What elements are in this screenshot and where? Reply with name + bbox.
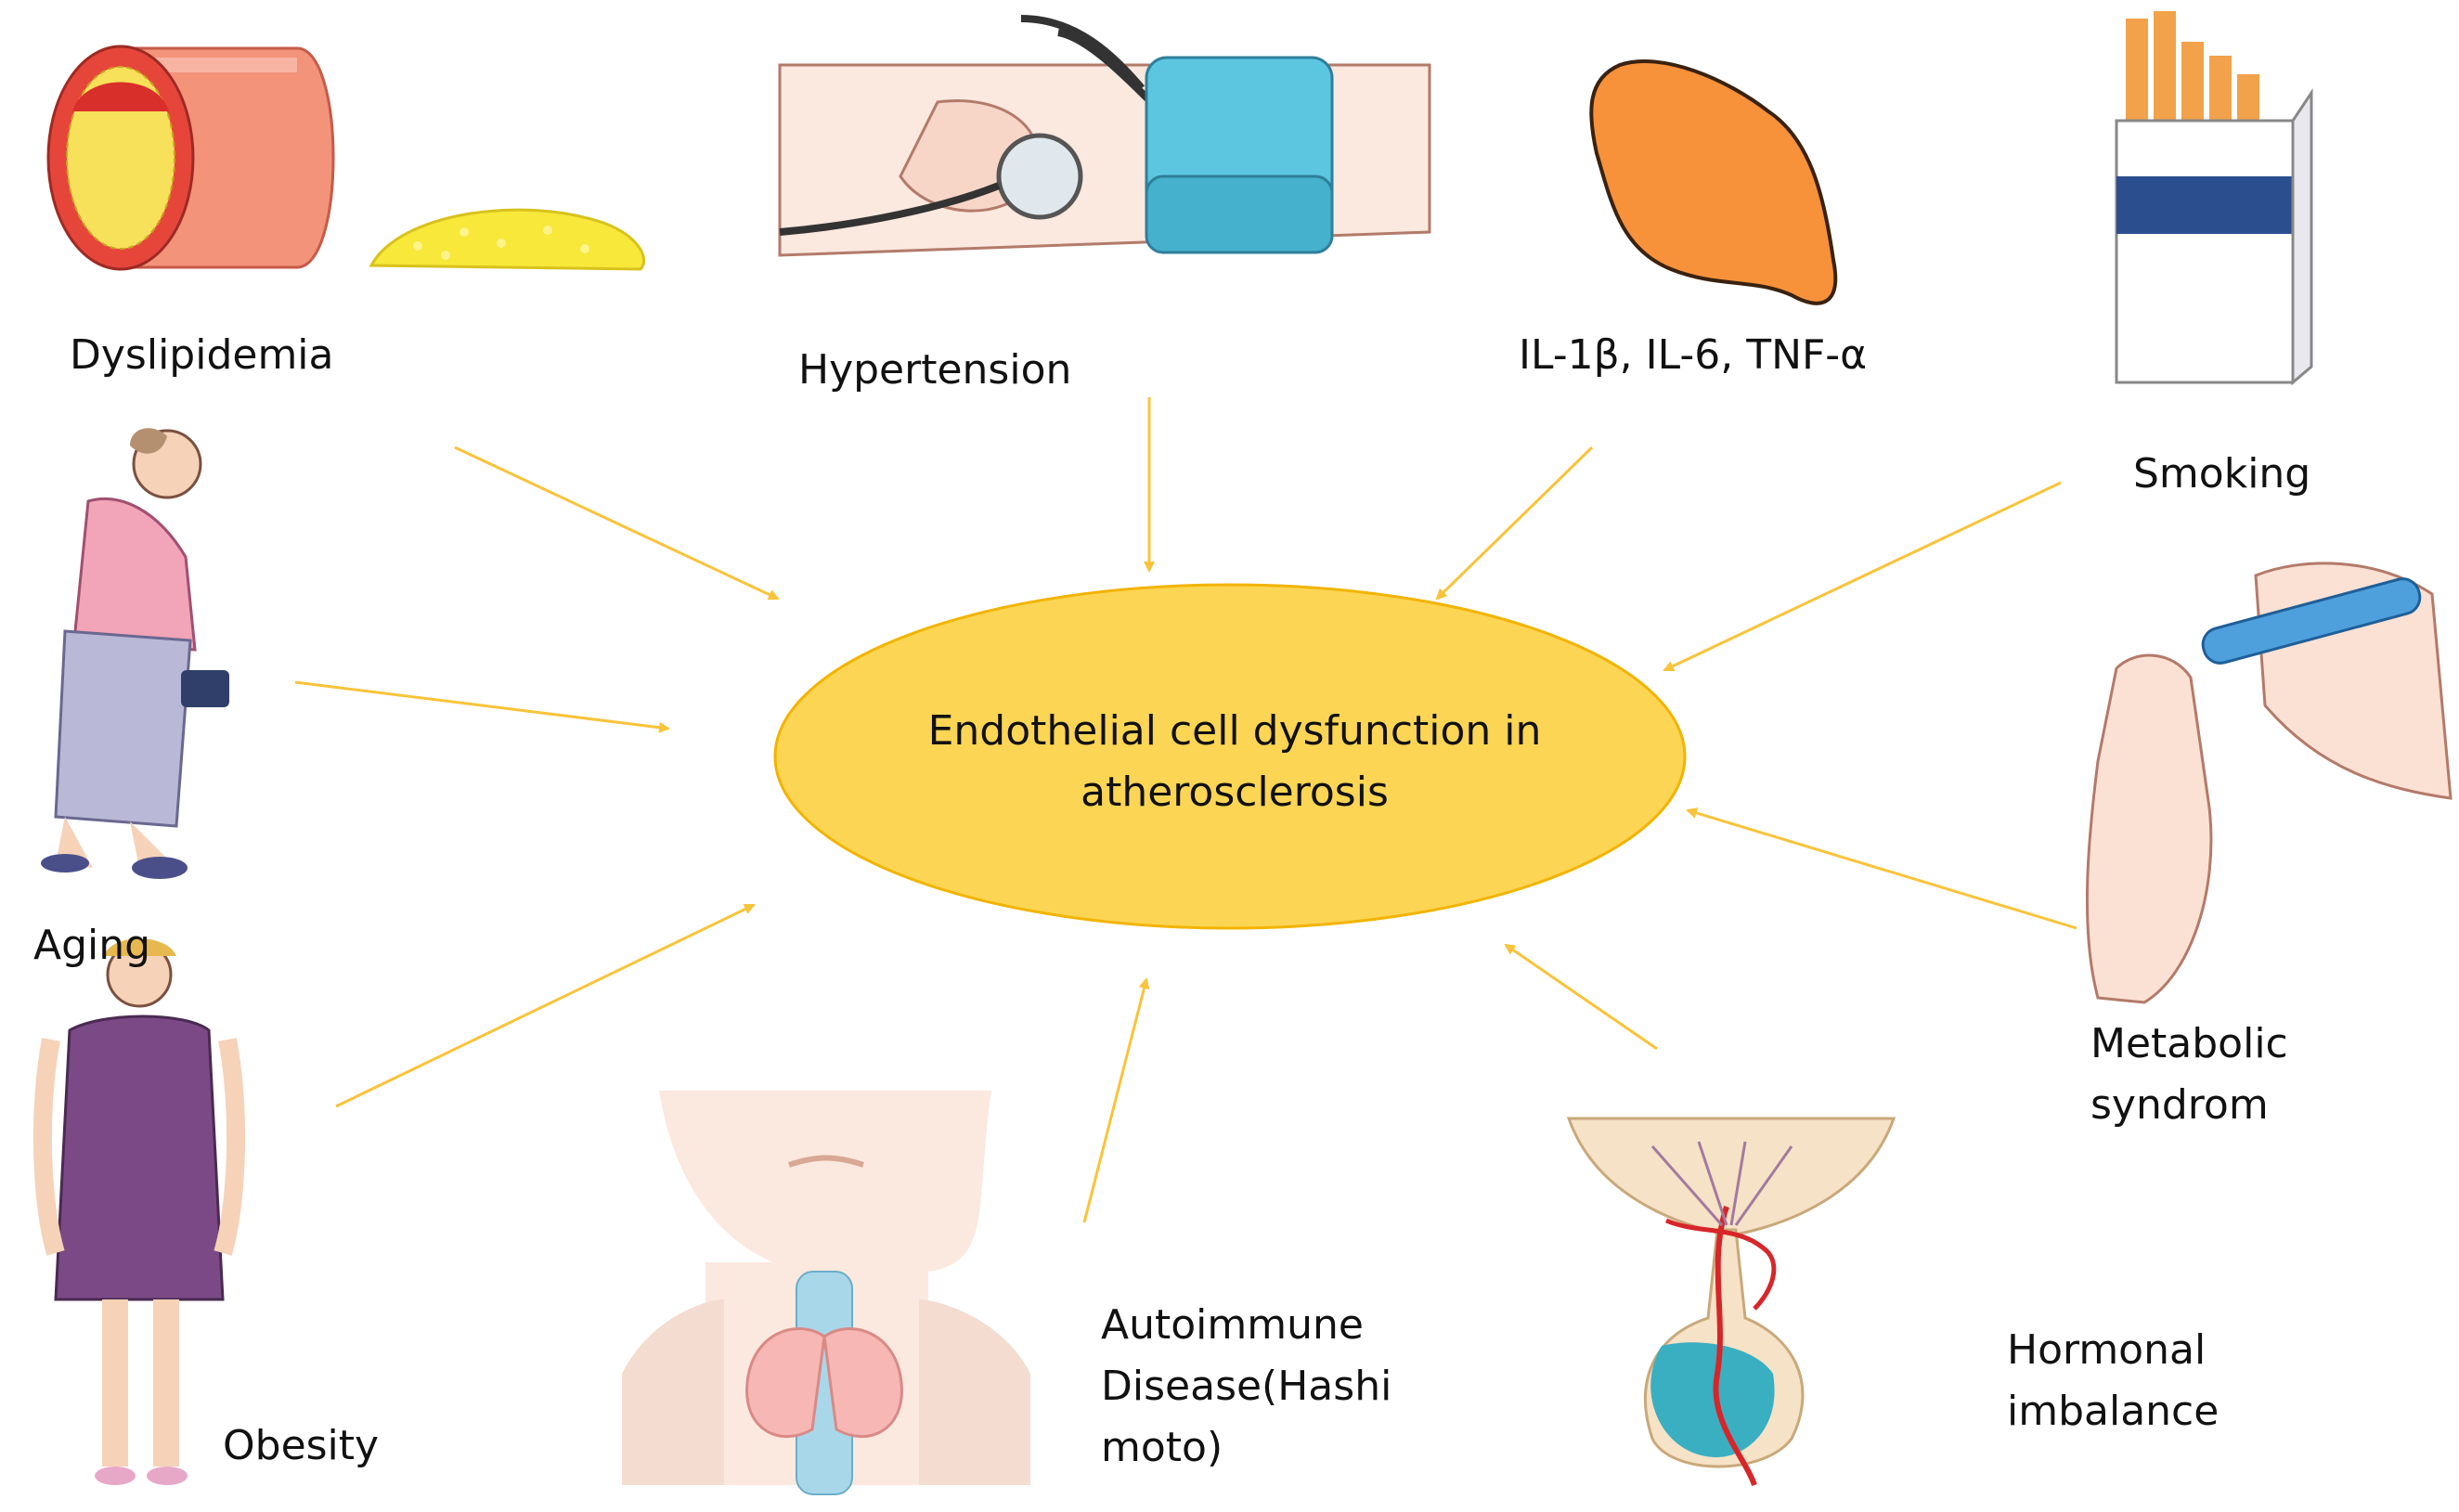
label-cytokines: IL-1β, IL-6, TNF-α: [1519, 331, 1868, 379]
center-ellipse: [773, 583, 1687, 930]
label-autoimmune-line2: Disease(Hashi: [1101, 1363, 1392, 1410]
label-metabolic-line2: syndrom: [2090, 1081, 2269, 1129]
cigarette-pack-icon: [2115, 11, 2313, 386]
arrow-aging: [294, 680, 670, 733]
arrow-autoimmune: [1082, 977, 1150, 1223]
label-smoking: Smoking: [2133, 450, 2311, 498]
pituitary-gland-illustration: [1566, 1117, 1896, 1487]
center-label-line2: atherosclerosis: [1081, 769, 1389, 816]
arrow-dyslipidemia: [454, 446, 780, 601]
arrow-smoking: [1663, 481, 2062, 672]
cytokine-cell-icon: [1589, 59, 1838, 305]
arrow-metabolic: [1686, 808, 2077, 930]
center-label-line1: Endothelial cell dysfunction in: [927, 707, 1542, 755]
label-hormonal: Hormonal imbalance: [2007, 1320, 2219, 1442]
thyroid-neck-illustration: [622, 1091, 1030, 1495]
insulin-pen-hand-illustration: [2085, 562, 2453, 1004]
label-metabolic: Metabolic syndrom: [2090, 1014, 2288, 1136]
label-hormonal-line2: imbalance: [2007, 1388, 2220, 1435]
obese-woman-illustration: [32, 938, 246, 1485]
arrow-hormonal: [1504, 943, 1658, 1051]
label-aging: Aging: [33, 922, 151, 969]
label-autoimmune-line1: Autoimmune: [1101, 1301, 1364, 1349]
blood-pressure-illustration: [778, 15, 1431, 257]
label-hormonal-line1: Hormonal: [2007, 1326, 2207, 1374]
label-dyslipidemia: Dyslipidemia: [70, 331, 334, 379]
artery-fat-illustration: [46, 45, 646, 271]
center-label: Endothelial cell dysfunction in atherosc…: [770, 701, 1699, 823]
arrow-cytokines: [1435, 446, 1594, 601]
label-metabolic-line1: Metabolic: [2090, 1020, 2288, 1067]
arrow-obesity: [335, 903, 756, 1108]
label-autoimmune-line3: moto): [1101, 1424, 1223, 1471]
elderly-woman-illustration: [41, 428, 229, 879]
label-obesity: Obesity: [223, 1422, 380, 1469]
label-hypertension: Hypertension: [798, 346, 1072, 394]
label-autoimmune: Autoimmune Disease(Hashi moto): [1101, 1295, 1391, 1479]
